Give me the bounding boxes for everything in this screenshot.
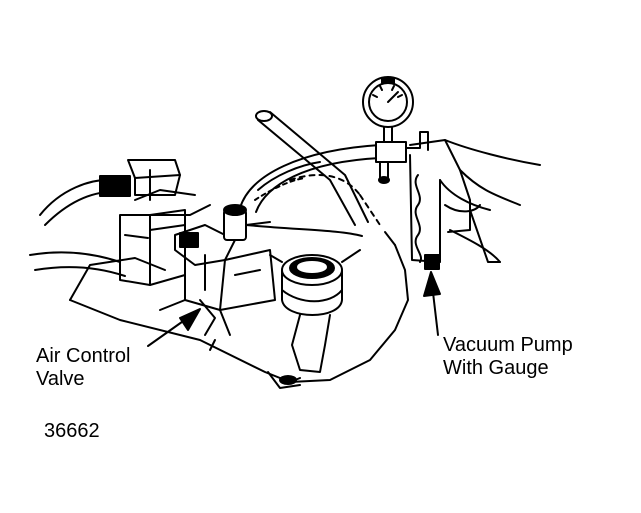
- wiring-harness: [29, 175, 211, 277]
- figure-id: 36662: [44, 420, 100, 442]
- round-component: [269, 249, 361, 373]
- background-pipe: [255, 110, 369, 226]
- air-control-valve-assembly: [159, 204, 276, 336]
- leader-arrow-vacuum-pump: [423, 271, 441, 336]
- leader-arrow-air-control-valve: [147, 308, 201, 347]
- air-control-valve-label: Air Control Valve: [36, 345, 131, 390]
- vacuum-hose: [239, 144, 381, 237]
- vacuum-pump: [362, 76, 541, 270]
- vacuum-pump-label: Vacuum Pump With Gauge: [443, 334, 573, 379]
- mounting-bracket: [267, 371, 301, 389]
